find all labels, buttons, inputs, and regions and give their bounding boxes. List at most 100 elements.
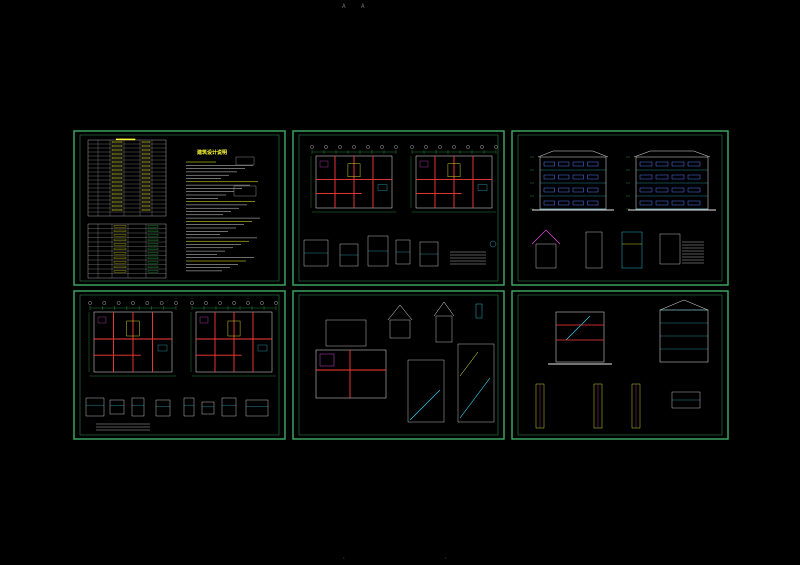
table-cell-text bbox=[111, 197, 123, 199]
plan-fixture bbox=[97, 316, 107, 324]
schedule-table-bottom-rows bbox=[88, 224, 166, 278]
gable-section bbox=[387, 304, 413, 321]
table-cell-text bbox=[111, 153, 123, 155]
table-cell-text bbox=[113, 252, 127, 255]
table-cell-text bbox=[113, 243, 127, 246]
axis-bubble bbox=[218, 301, 222, 305]
table-cell-text bbox=[141, 189, 151, 191]
table-cell-text bbox=[111, 193, 123, 195]
elevation-window bbox=[687, 187, 701, 193]
table-cell-text bbox=[111, 177, 123, 179]
table-cell-text bbox=[141, 205, 151, 207]
schedule-table-top-rows bbox=[88, 140, 166, 216]
sheet-inner-frame bbox=[298, 134, 499, 282]
stair-section bbox=[407, 359, 445, 423]
elevation-window bbox=[671, 200, 685, 206]
table-cell-text bbox=[147, 256, 159, 259]
table-cell-text bbox=[111, 209, 123, 211]
sheet-border bbox=[292, 290, 505, 440]
design-notes-text bbox=[186, 156, 260, 272]
axis-bubble bbox=[190, 301, 194, 305]
section-detail-drawings bbox=[535, 299, 709, 429]
plan-fixture bbox=[319, 160, 329, 168]
axis-bubble bbox=[380, 145, 384, 149]
table-cell-text bbox=[141, 149, 151, 151]
table-cell-text bbox=[147, 225, 159, 228]
axis-bubble bbox=[352, 145, 356, 149]
floor-plan-drawings bbox=[85, 301, 278, 431]
axis-bubble bbox=[102, 301, 107, 305]
elevation-window bbox=[671, 174, 685, 180]
detail-box bbox=[131, 397, 145, 417]
top-marker-left: A bbox=[342, 3, 346, 10]
table-cell-text bbox=[111, 181, 123, 183]
table-cell-text bbox=[141, 161, 151, 163]
axis-bubble bbox=[338, 145, 342, 149]
elevation-window bbox=[587, 187, 599, 193]
plan-fixture bbox=[319, 353, 335, 367]
axis-bubble bbox=[410, 145, 414, 149]
elevation-window bbox=[687, 174, 701, 180]
elevation-window bbox=[655, 174, 669, 180]
detail-box bbox=[85, 397, 105, 417]
axis-bubble bbox=[324, 145, 328, 149]
sheet-sections-details[interactable] bbox=[511, 290, 729, 440]
elevation-window bbox=[639, 161, 653, 167]
table-cell-text bbox=[111, 169, 123, 171]
axis-bubble bbox=[159, 301, 164, 305]
sheet-roof-stair-sections[interactable] bbox=[292, 290, 505, 440]
axis-bubble bbox=[274, 301, 278, 305]
table-cell-text bbox=[113, 238, 127, 241]
sheet-floor-plans-1[interactable] bbox=[292, 130, 505, 286]
elevation-window bbox=[558, 174, 570, 180]
roof-line bbox=[537, 150, 609, 158]
plan-fixture bbox=[257, 344, 268, 352]
axis-bubble bbox=[232, 301, 236, 305]
elevation-window bbox=[587, 200, 599, 206]
table-cell-text bbox=[111, 189, 123, 191]
table-cell-text bbox=[141, 177, 151, 179]
axis-bubble bbox=[310, 145, 314, 149]
elevation-window bbox=[543, 174, 555, 180]
axis-bubble bbox=[494, 145, 498, 149]
gable-section bbox=[435, 315, 453, 343]
note-legend-box bbox=[235, 156, 255, 166]
top-marker-right: A bbox=[361, 3, 365, 10]
sheet-floor-plans-2[interactable] bbox=[73, 290, 286, 440]
elevation-window bbox=[572, 200, 584, 206]
plan-fixture bbox=[199, 316, 209, 324]
sheet-elevations[interactable] bbox=[511, 130, 729, 286]
building-section bbox=[555, 311, 605, 363]
gable-section bbox=[389, 319, 411, 339]
bottom-marker-right: · bbox=[444, 555, 448, 562]
detail-box bbox=[245, 399, 269, 417]
axis-bubble bbox=[438, 145, 442, 149]
table-cell-text bbox=[113, 225, 127, 228]
gable-section bbox=[433, 301, 455, 317]
section-stair bbox=[565, 315, 591, 341]
elevation-window bbox=[671, 161, 685, 167]
table-cell-text bbox=[111, 149, 123, 151]
table-cell-text bbox=[113, 265, 127, 268]
table-cell-text bbox=[147, 252, 159, 255]
elevation-window bbox=[572, 161, 584, 167]
sheet-design-notes[interactable]: ▂▂▂▂▂ 建筑设计说明 bbox=[73, 130, 286, 286]
sheet-inner-frame bbox=[517, 294, 723, 436]
axis-bubble bbox=[424, 145, 428, 149]
porch-detail bbox=[535, 243, 557, 269]
detail-box bbox=[585, 231, 603, 269]
table-cell-text bbox=[147, 247, 159, 250]
stair-section bbox=[457, 343, 495, 423]
parapet-detail bbox=[475, 303, 483, 319]
axis-bubble bbox=[394, 145, 398, 149]
table-cell-text bbox=[111, 157, 123, 159]
table-cell-text bbox=[147, 265, 159, 268]
axis-bubble bbox=[480, 145, 484, 149]
table-cell-text bbox=[111, 201, 123, 203]
table-cell-text bbox=[113, 261, 127, 264]
detail-box bbox=[221, 397, 237, 417]
axis-bubble bbox=[246, 301, 250, 305]
axis-bubble bbox=[131, 301, 135, 305]
